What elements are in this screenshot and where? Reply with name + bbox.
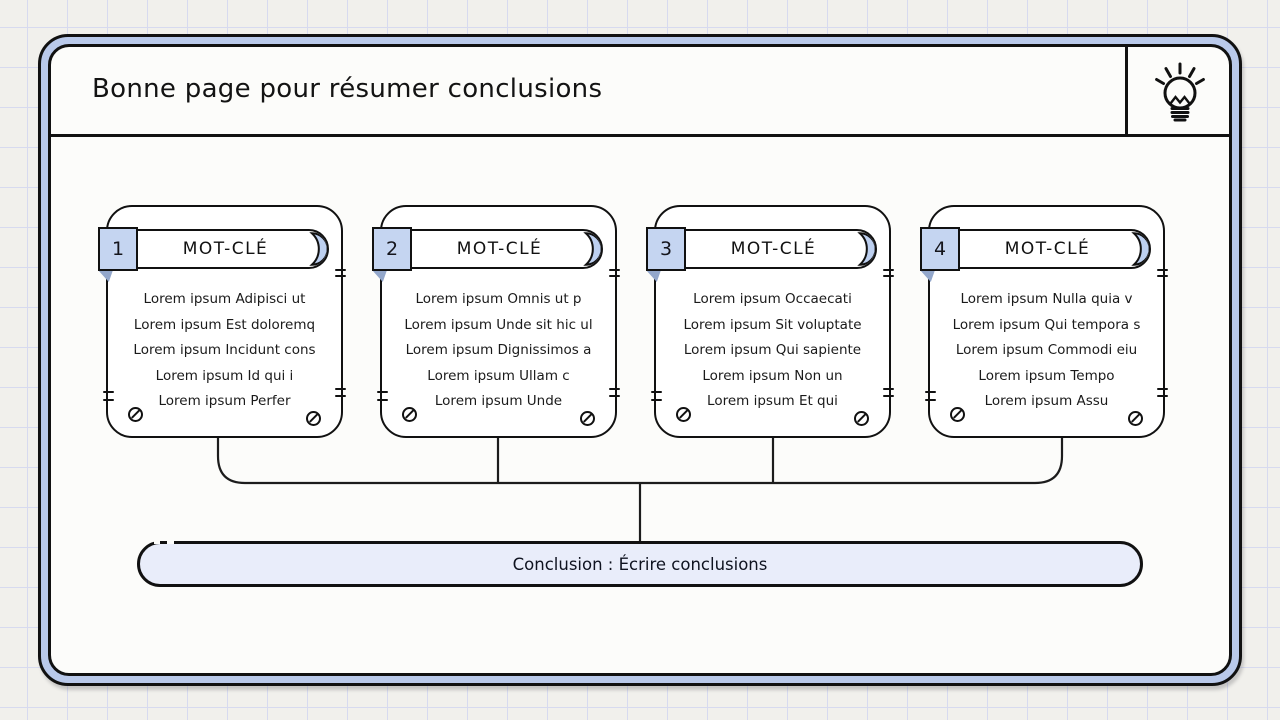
sketch-tick xyxy=(925,391,936,394)
screw-icon xyxy=(950,407,965,422)
sketch-tick xyxy=(651,391,662,394)
sketch-tick xyxy=(335,275,346,278)
sketch-tick xyxy=(377,391,388,394)
card-text-line: Lorem ipsum Unde sit hic ul xyxy=(404,316,593,333)
card-text-line: Lorem ipsum Incidunt cons xyxy=(133,342,316,358)
screw-icon xyxy=(854,411,869,426)
sketch-tick xyxy=(335,269,346,272)
crescent-icon xyxy=(583,232,601,266)
card-number-tab: 4 xyxy=(920,227,960,271)
sketch-tick xyxy=(377,399,388,402)
sketch-gap xyxy=(154,541,160,544)
keyword-pill: MOT-CLÉ xyxy=(136,229,329,269)
card-text-line: Lorem ipsum Unde xyxy=(434,393,563,409)
sketch-tick xyxy=(103,391,114,394)
card-text-line: Lorem ipsum Non un xyxy=(702,367,843,384)
sketch-tick xyxy=(1157,275,1168,278)
keyword-label: MOT-CLÉ xyxy=(182,239,269,259)
card-body: Lorem ipsum Omnis ut p Lorem ipsum Unde s… xyxy=(390,287,607,415)
screw-icon xyxy=(402,407,417,422)
conclusion-label: Conclusion : Écrire conclusions xyxy=(512,554,768,574)
card-text-line: Lorem ipsum Perfer xyxy=(158,393,291,409)
card-text-line: Lorem ipsum Et qui xyxy=(707,393,838,409)
sketch-tick xyxy=(651,399,662,402)
sketch-tick xyxy=(609,275,620,278)
card-text-line: Lorem ipsum Est doloremq xyxy=(133,316,316,333)
keyword-label: MOT-CLÉ xyxy=(456,239,543,259)
sketch-gap xyxy=(167,541,174,544)
sketch-tick xyxy=(335,395,346,398)
screw-icon xyxy=(306,411,321,426)
card-number-tab: 2 xyxy=(372,227,412,271)
card-text-line: Lorem ipsum Dignissimos a xyxy=(405,342,592,358)
sketch-tick xyxy=(883,388,894,391)
crescent-icon xyxy=(1131,232,1149,266)
screw-icon xyxy=(1128,411,1143,426)
sketch-tick xyxy=(335,388,346,391)
card-number: 2 xyxy=(385,238,399,260)
sketch-tick xyxy=(1157,388,1168,391)
crescent-icon xyxy=(857,232,875,266)
card-number: 3 xyxy=(659,238,673,260)
sketch-tick xyxy=(103,399,114,402)
card-text-line: Lorem ipsum Nulla quia v xyxy=(960,291,1133,307)
crescent-icon xyxy=(309,232,327,266)
card-text-line: Lorem ipsum Assu xyxy=(984,393,1109,409)
card-text-line: Lorem ipsum Sit voluptate xyxy=(683,316,862,333)
sketch-tick xyxy=(883,395,894,398)
lightbulb-icon xyxy=(1155,62,1205,121)
keyword-label: MOT-CLÉ xyxy=(1004,239,1091,259)
sketch-tick xyxy=(1157,395,1168,398)
card-number-tab: 3 xyxy=(646,227,686,271)
header-icon-cell xyxy=(1125,44,1232,137)
card-body: Lorem ipsum Adipisci ut Lorem ipsum Est d… xyxy=(116,287,333,415)
card-number: 4 xyxy=(933,238,947,260)
card-text-line: Lorem ipsum Occaecati xyxy=(693,291,852,307)
keyword-pill: MOT-CLÉ xyxy=(958,229,1151,269)
page-title: Bonne page pour résumer conclusions xyxy=(92,74,603,104)
keyword-pill: MOT-CLÉ xyxy=(410,229,603,269)
card-text-line: Lorem ipsum Commodi eiu xyxy=(955,342,1138,358)
card-text-line: Lorem ipsum Adipisci ut xyxy=(143,291,306,307)
card-number-tab: 1 xyxy=(98,227,138,271)
card-text-line: Lorem ipsum Qui tempora s xyxy=(952,316,1141,333)
conclusion-bar: Conclusion : Écrire conclusions xyxy=(137,541,1143,587)
card-text-line: Lorem ipsum Tempo xyxy=(978,367,1115,384)
card-text-line: Lorem ipsum Omnis ut p xyxy=(415,291,582,307)
sketch-tick xyxy=(609,269,620,272)
keyword-pill: MOT-CLÉ xyxy=(684,229,877,269)
screw-icon xyxy=(676,407,691,422)
card-text-line: Lorem ipsum Ullam c xyxy=(427,367,570,384)
sketch-tick xyxy=(883,275,894,278)
card-text-line: Lorem ipsum Qui sapiente xyxy=(683,342,862,358)
slide-header: Bonne page pour résumer conclusions xyxy=(48,44,1232,137)
sketch-tick xyxy=(883,269,894,272)
sketch-tick xyxy=(1157,269,1168,272)
screw-icon xyxy=(580,411,595,426)
screw-icon xyxy=(128,407,143,422)
card-number: 1 xyxy=(111,238,125,260)
sketch-tick xyxy=(609,388,620,391)
card-body: Lorem ipsum Nulla quia v Lorem ipsum Qui … xyxy=(938,287,1155,415)
sketch-tick xyxy=(925,399,936,402)
keyword-label: MOT-CLÉ xyxy=(730,239,817,259)
card-text-line: Lorem ipsum Id qui i xyxy=(155,367,294,384)
sketch-tick xyxy=(609,395,620,398)
